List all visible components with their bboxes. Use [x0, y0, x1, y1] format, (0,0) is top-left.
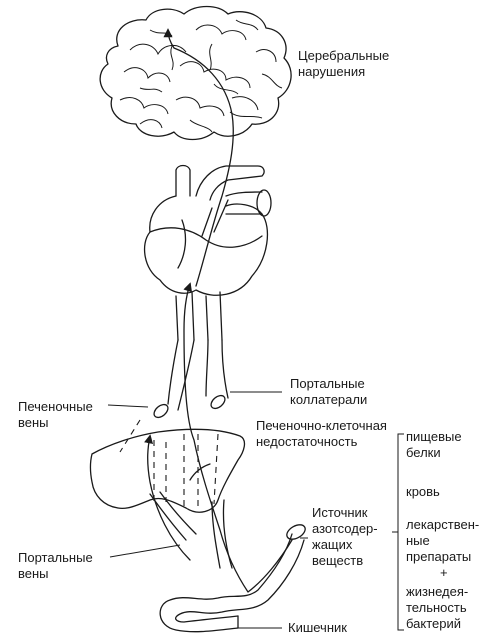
- heart-illustration: [145, 166, 271, 411]
- intestine-label: Кишечник: [288, 620, 347, 635]
- svg-text:Портальные: Портальные: [290, 376, 365, 391]
- svg-text:Источник: Источник: [312, 505, 368, 520]
- svg-text:нарушения: нарушения: [298, 64, 365, 79]
- hepatic-veins-label: Печеночные вены: [18, 399, 93, 430]
- svg-text:ные: ные: [406, 533, 430, 548]
- svg-text:вены: вены: [18, 415, 49, 430]
- svg-text:коллатерали: коллатерали: [290, 392, 367, 407]
- svg-text:азотсодер-: азотсодер-: [312, 521, 378, 536]
- svg-text:вены: вены: [18, 566, 49, 581]
- intestine-illustration: [160, 522, 308, 632]
- svg-text:Церебральные: Церебральные: [298, 48, 389, 63]
- svg-text:Портальные: Портальные: [18, 550, 93, 565]
- nitrogen-sources-list: пищевые белки кровь лекарствен- ные преп…: [406, 429, 479, 631]
- svg-text:+: +: [440, 565, 448, 580]
- svg-text:бактерий: бактерий: [406, 616, 461, 631]
- svg-text:белки: белки: [406, 445, 441, 460]
- svg-text:лекарствен-: лекарствен-: [406, 517, 479, 532]
- svg-text:тельность: тельность: [406, 600, 467, 615]
- svg-text:Печеночные: Печеночные: [18, 399, 93, 414]
- liver-failure-label: Печеночно-клеточная недостаточность: [256, 418, 387, 449]
- flow-arrows: [148, 30, 292, 592]
- nitrogen-source-label: Источник азотсодер- жащих веществ: [312, 505, 378, 568]
- portal-veins-label: Портальные вены: [18, 550, 93, 581]
- svg-text:кровь: кровь: [406, 484, 440, 499]
- svg-text:пищевые: пищевые: [406, 429, 462, 444]
- svg-text:недостаточность: недостаточность: [256, 434, 358, 449]
- brain-illustration: [100, 7, 291, 140]
- svg-text:Кишечник: Кишечник: [288, 620, 347, 635]
- svg-text:Печеночно-клеточная: Печеночно-клеточная: [256, 418, 387, 433]
- svg-text:жизнедея-: жизнедея-: [406, 584, 468, 599]
- svg-text:жащих: жащих: [312, 537, 353, 552]
- svg-text:препараты: препараты: [406, 549, 471, 564]
- cerebral-disorders-label: Церебральные нарушения: [298, 48, 389, 79]
- liver-illustration: [91, 393, 245, 568]
- svg-text:веществ: веществ: [312, 553, 363, 568]
- portal-collaterals-label: Портальные коллатерали: [290, 376, 367, 407]
